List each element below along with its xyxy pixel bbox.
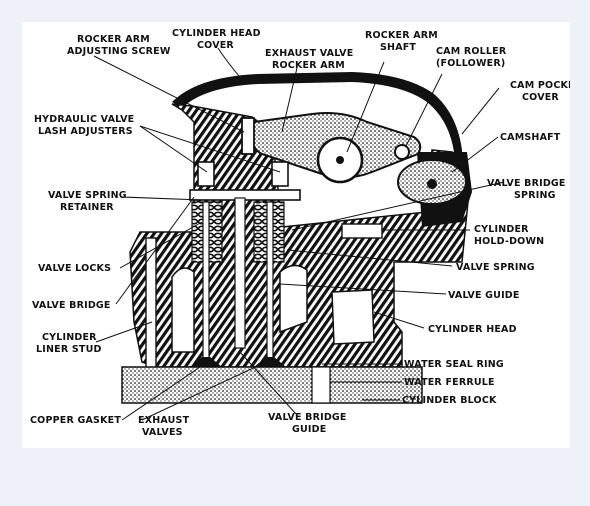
label-cylinder-head-cover: CYLINDER HEAD COVER xyxy=(172,28,264,51)
label-cylinder-hold-down: CYLINDER HOLD-DOWN xyxy=(474,224,544,247)
label-valve-bridge: VALVE BRIDGE xyxy=(32,300,111,311)
label-cylinder-liner-stud: CYLINDER LINER STUD xyxy=(36,332,102,355)
label-hydraulic-valve-lash-adjusters: HYDRAULIC VALVE LASH ADJUSTERS xyxy=(34,114,138,137)
label-water-seal-ring: WATER SEAL RING xyxy=(404,359,504,370)
engine-diagram-svg: ROCKER ARM ADJUSTING SCREW CYLINDER HEAD… xyxy=(30,28,570,438)
cylinder-block-shape xyxy=(121,366,423,404)
leader-lines xyxy=(93,47,505,421)
label-copper-gasket: COPPER GASKET xyxy=(30,415,121,426)
label-cam-roller: CAM ROLLER (FOLLOWER) xyxy=(436,46,510,69)
label-camshaft: CAMSHAFT xyxy=(500,132,561,143)
label-valve-spring: VALVE SPRING xyxy=(456,262,535,273)
label-valve-locks: VALVE LOCKS xyxy=(38,263,111,274)
label-rocker-arm-shaft: ROCKER ARM SHAFT xyxy=(365,30,441,53)
label-valve-guide: VALVE GUIDE xyxy=(448,290,520,301)
label-water-ferrule: WATER FERRULE xyxy=(404,377,495,388)
label-exhaust-valves: EXHAUST VALVES xyxy=(138,415,193,438)
label-rocker-arm-adjusting-screw: ROCKER ARM ADJUSTING SCREW xyxy=(67,34,171,57)
label-valve-bridge-spring: VALVE BRIDGE SPRING xyxy=(487,178,569,201)
label-exhaust-valve-rocker-arm: EXHAUST VALVE ROCKER ARM xyxy=(265,48,357,71)
engine-cross-section-figure: ROCKER ARM ADJUSTING SCREW CYLINDER HEAD… xyxy=(22,22,570,448)
engine-drawing xyxy=(121,72,472,404)
label-cylinder-head: CYLINDER HEAD xyxy=(428,324,517,335)
label-valve-spring-retainer: VALVE SPRING RETAINER xyxy=(48,190,130,213)
label-cylinder-block: CYLINDER BLOCK xyxy=(402,395,497,406)
label-cam-pocket-cover: CAM POCKET COVER xyxy=(510,80,570,103)
label-valve-bridge-guide: VALVE BRIDGE GUIDE xyxy=(268,412,350,435)
